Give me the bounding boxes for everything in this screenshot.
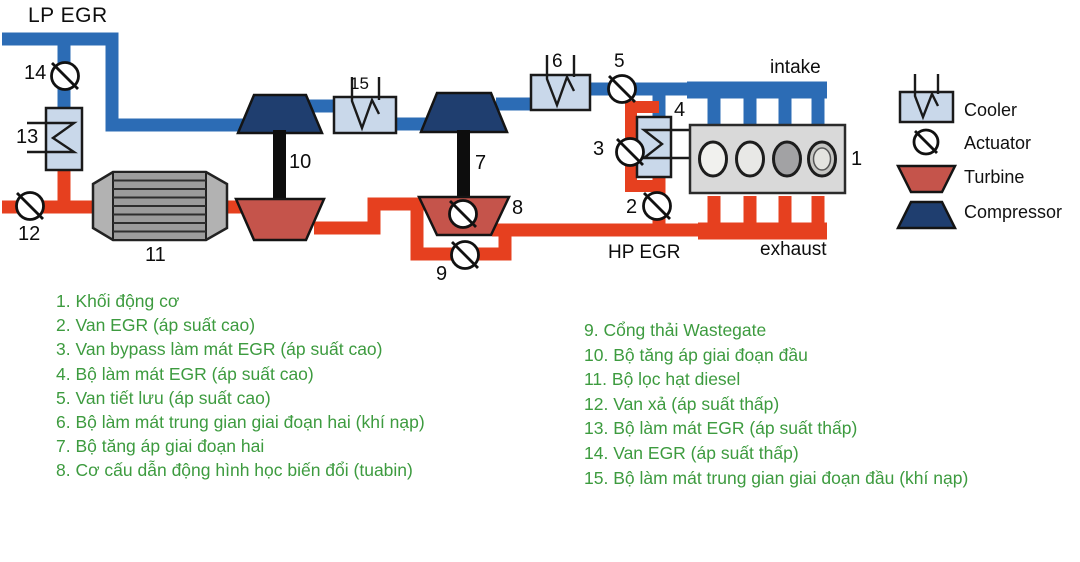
turbo-shaft-stage1 <box>273 130 286 201</box>
num-10: 10 <box>289 151 312 173</box>
num-4: 4 <box>674 99 686 121</box>
exhaust-runners <box>707 196 825 227</box>
list-item: 1. Khối động cơ <box>56 291 180 311</box>
legend-label-actuator: Actuator <box>964 133 1032 153</box>
list-item: 8. Cơ cấu dẫn động hình học biến đổi (tu… <box>56 460 413 481</box>
exhaust-label: exhaust <box>760 239 827 260</box>
compressor-stage1 <box>236 93 324 135</box>
num-12: 12 <box>18 223 41 245</box>
list-item: 3. Van bypass làm mát EGR (áp suất cao) <box>56 339 383 360</box>
list-item: 7. Bộ tăng áp giai đoạn hai <box>56 436 265 457</box>
list-item: 2. Van EGR (áp suất cao) <box>56 315 256 336</box>
cooler-box <box>332 95 398 135</box>
throttle-valve-5 <box>607 74 637 104</box>
component-list-right: 9. Cổng thải Wastegate 10. Bộ tăng áp gi… <box>584 320 968 492</box>
exhaust-valve-12 <box>15 191 45 221</box>
hp-egr-label: HP EGR <box>608 242 681 263</box>
list-item: 6. Bộ làm mát trung gian giai đoạn hai (… <box>56 411 425 432</box>
turbo-shaft-stage2 <box>457 130 470 199</box>
num-14: 14 <box>24 62 47 84</box>
legend-label-turbine: Turbine <box>964 167 1025 187</box>
list-item: 10. Bộ tăng áp giai đoạn đầu <box>584 344 808 365</box>
hp-egr-valve-2 <box>642 191 672 221</box>
legend-turbine-icon <box>895 164 958 194</box>
cylinder <box>698 140 728 178</box>
num-7: 7 <box>475 152 487 174</box>
legend-compressor-icon <box>895 200 958 230</box>
dpf-stripes <box>113 179 206 233</box>
intake-label: intake <box>770 57 821 78</box>
num-6: 6 <box>552 51 563 72</box>
lp-egr-valve-14 <box>50 61 80 91</box>
vgt-actuator-8 <box>448 199 478 229</box>
num-8: 8 <box>512 197 524 219</box>
list-item: 14. Van EGR (áp suất thấp) <box>584 442 799 463</box>
pipe-turb8-to-turb10 <box>314 197 431 235</box>
cooler-zigzag <box>545 55 576 109</box>
turbine-stage1 <box>234 197 326 242</box>
cylinder-inner <box>812 147 832 171</box>
list-item: 9. Cổng thải Wastegate <box>584 320 767 340</box>
num-9: 9 <box>436 263 448 285</box>
intercooler-stage2 <box>529 55 592 112</box>
component-list-left: 1. Khối động cơ 2. Van EGR (áp suất cao)… <box>56 291 425 485</box>
num-11: 11 <box>145 244 166 266</box>
list-item: 5. Van tiết lưu (áp suất cao) <box>56 387 271 408</box>
cooler-zigzag <box>350 77 381 132</box>
cooler-box <box>44 106 84 172</box>
legend-label-cooler: Cooler <box>964 100 1018 120</box>
list-item: 11. Bộ lọc hạt diesel <box>584 369 741 390</box>
wastegate-valve-9 <box>450 240 480 270</box>
legend-cooler-icon <box>898 74 955 124</box>
lp-egr-cooler <box>27 106 84 172</box>
legend-actuator-icon <box>912 128 940 156</box>
intake-runners <box>707 96 825 126</box>
list-item: 15. Bộ làm mát trung gian giai đoạn đầu … <box>584 467 969 488</box>
lp-egr-label: LP EGR <box>28 4 108 27</box>
num-5: 5 <box>614 51 625 72</box>
pipe-air-inlet <box>2 32 249 132</box>
num-13: 13 <box>16 126 39 148</box>
num-15: 15 <box>350 74 369 93</box>
list-item: 4. Bộ làm mát EGR (áp suất cao) <box>56 363 314 384</box>
legend-label-compressor: Compressor <box>964 202 1063 222</box>
engine-block <box>688 123 847 195</box>
list-item: 12. Van xả (áp suất thấp) <box>584 393 780 414</box>
engine-schematic <box>2 32 958 270</box>
cylinder <box>772 140 802 178</box>
num-2: 2 <box>626 196 638 218</box>
hp-egr-cooler <box>635 115 689 179</box>
cooler-zigzag <box>640 128 689 160</box>
hp-egr-bypass-valve-3 <box>615 137 645 167</box>
cylinder <box>735 140 765 178</box>
cooler-zigzag <box>27 121 78 154</box>
compressor-stage2 <box>419 91 509 134</box>
num-1: 1 <box>851 148 863 170</box>
list-item: 13. Bộ làm mát EGR (áp suất thấp) <box>584 418 858 439</box>
intercooler-stage1 <box>332 77 398 135</box>
num-3: 3 <box>593 138 605 160</box>
diesel-particulate-filter <box>91 170 229 242</box>
